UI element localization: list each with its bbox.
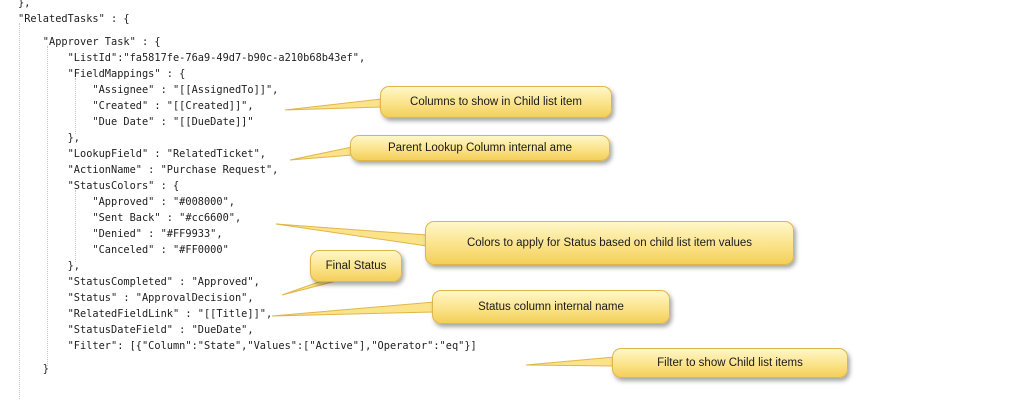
code-line: "RelatedTasks" : { — [18, 13, 130, 25]
code-line: }, — [18, 260, 80, 272]
colors-callout: Colors to apply for Status based on chil… — [425, 221, 794, 265]
status-column-callout: Status column internal name — [432, 290, 670, 324]
indent-guide-level-3a — [75, 78, 76, 134]
code-line: "Assignee" : "[[AssignedTo]]", — [18, 84, 279, 96]
status-column-callout-text: Status column internal name — [478, 301, 624, 313]
colors-callout-text: Colors to apply for Status based on chil… — [466, 237, 753, 249]
filter-callout: Filter to show Child list items — [612, 348, 848, 378]
code-line: "RelatedFieldLink" : "[[Title]]", — [18, 308, 273, 320]
code-line: "Created" : "[[Created]]", — [18, 100, 254, 112]
colors-callout-pointer — [275, 223, 428, 247]
final-status-callout-text: Final Status — [325, 260, 387, 272]
code-line: "Approver Task" : { — [18, 36, 161, 48]
code-line: "Sent Back" : "#cc6600", — [18, 212, 242, 224]
code-line: }, — [18, 0, 31, 9]
lookup-callout-pointer — [289, 146, 353, 161]
code-line: } — [18, 363, 49, 375]
code-line: "StatusDateField" : "DueDate", — [18, 324, 254, 336]
code-line: "ActionName" : "Purchase Request", — [18, 164, 279, 176]
columns-callout-text: Columns to show in Child list item — [410, 96, 582, 108]
filter-callout-text: Filter to show Child list items — [657, 357, 803, 369]
lookup-callout-text: Parent Lookup Column internal ame — [387, 142, 573, 154]
code-line: "Denied" : "#FF9933", — [18, 228, 223, 240]
code-line: "Due Date" : "[[DueDate]]" — [18, 116, 254, 128]
code-line: "StatusColors" : { — [18, 180, 180, 192]
code-line: "Filter": [{"Column":"State","Values":["… — [18, 340, 477, 352]
code-line: "LookupField" : "RelatedTicket", — [18, 148, 266, 160]
code-line: "Approved" : "#008000", — [18, 196, 235, 208]
indent-guide-level-3b — [75, 190, 76, 262]
lookup-callout: Parent Lookup Column internal ame — [350, 135, 610, 161]
code-line: "ListId":"fa5817fe-76a9-49d7-b90c-a210b6… — [18, 52, 366, 64]
code-line: }, — [18, 132, 80, 144]
code-line: "FieldMappings" : { — [18, 68, 186, 80]
final-status-callout: Final Status — [310, 250, 402, 282]
columns-callout: Columns to show in Child list item — [380, 86, 612, 118]
code-line: "Canceled" : "#FF0000" — [18, 244, 229, 256]
columns-callout-pointer — [284, 98, 382, 111]
code-line: "Status" : "ApprovalDecision", — [18, 292, 254, 304]
code-line: "StatusCompleted" : "Approved", — [18, 276, 260, 288]
filter-callout-pointer — [525, 356, 615, 367]
indent-guide-level-2 — [47, 46, 48, 366]
indent-guide-level-1 — [19, 23, 20, 399]
status-column-callout-pointer — [271, 301, 435, 317]
